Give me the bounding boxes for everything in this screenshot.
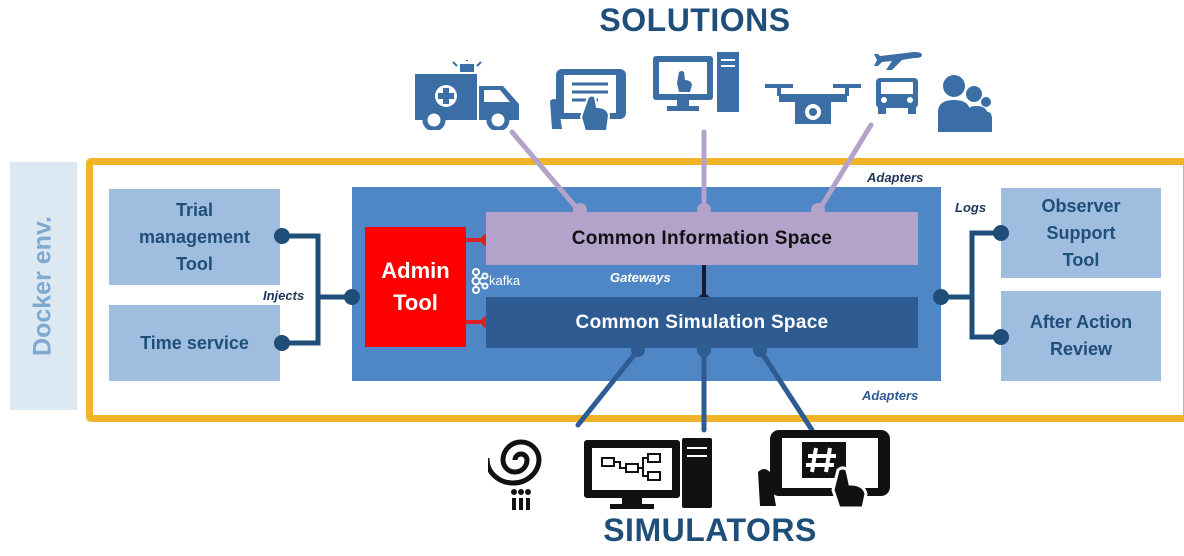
logs-dot-core [933, 289, 949, 305]
desktop-computer-icon [653, 52, 739, 112]
logs-dot-aar [993, 329, 1009, 345]
adapters-bottom-label: Adapters [862, 388, 919, 403]
injects-dot-time [274, 335, 290, 351]
injects-dot-core [344, 289, 360, 305]
time-service-box: Time service [109, 305, 280, 381]
injects-label: Injects [263, 288, 305, 303]
solution-spokes [509, 122, 874, 215]
admin-tool-box: Admin Tool [365, 227, 466, 347]
docker-env-tab [10, 162, 77, 410]
ambulance-icon [415, 60, 519, 130]
people-icon [938, 75, 992, 132]
observer-support-tool-box: Observer Support Tool [1001, 188, 1161, 278]
after-action-review-box: After Action Review [1001, 291, 1161, 381]
airplane-truck-icon [874, 52, 922, 114]
simulators-title: SIMULATORS [603, 512, 817, 548]
adapters-top-label: Adapters [867, 170, 924, 185]
logs-label: Logs [955, 200, 987, 215]
kafka-label: kafka [489, 273, 521, 288]
trial-management-tool-box: Trial management Tool [109, 189, 280, 285]
logs-dot-observer [993, 225, 1009, 241]
logs-bracket [941, 230, 1001, 340]
common-simulation-space: Common Simulation Space [486, 297, 918, 348]
injects-dot-trial [274, 228, 290, 244]
simulation-workstation-icon [584, 438, 712, 509]
gateways-label: Gateways [610, 270, 671, 285]
drone-icon [765, 84, 861, 124]
tablet-hash-icon [758, 430, 890, 508]
spiral-logo-icon [488, 439, 542, 510]
common-information-space: Common Information Space [486, 212, 918, 265]
tablet-touch-icon [550, 69, 626, 131]
kafka-logo-icon [471, 268, 489, 294]
simulator-spokes [575, 347, 815, 433]
solutions-title: SOLUTIONS [599, 2, 791, 38]
